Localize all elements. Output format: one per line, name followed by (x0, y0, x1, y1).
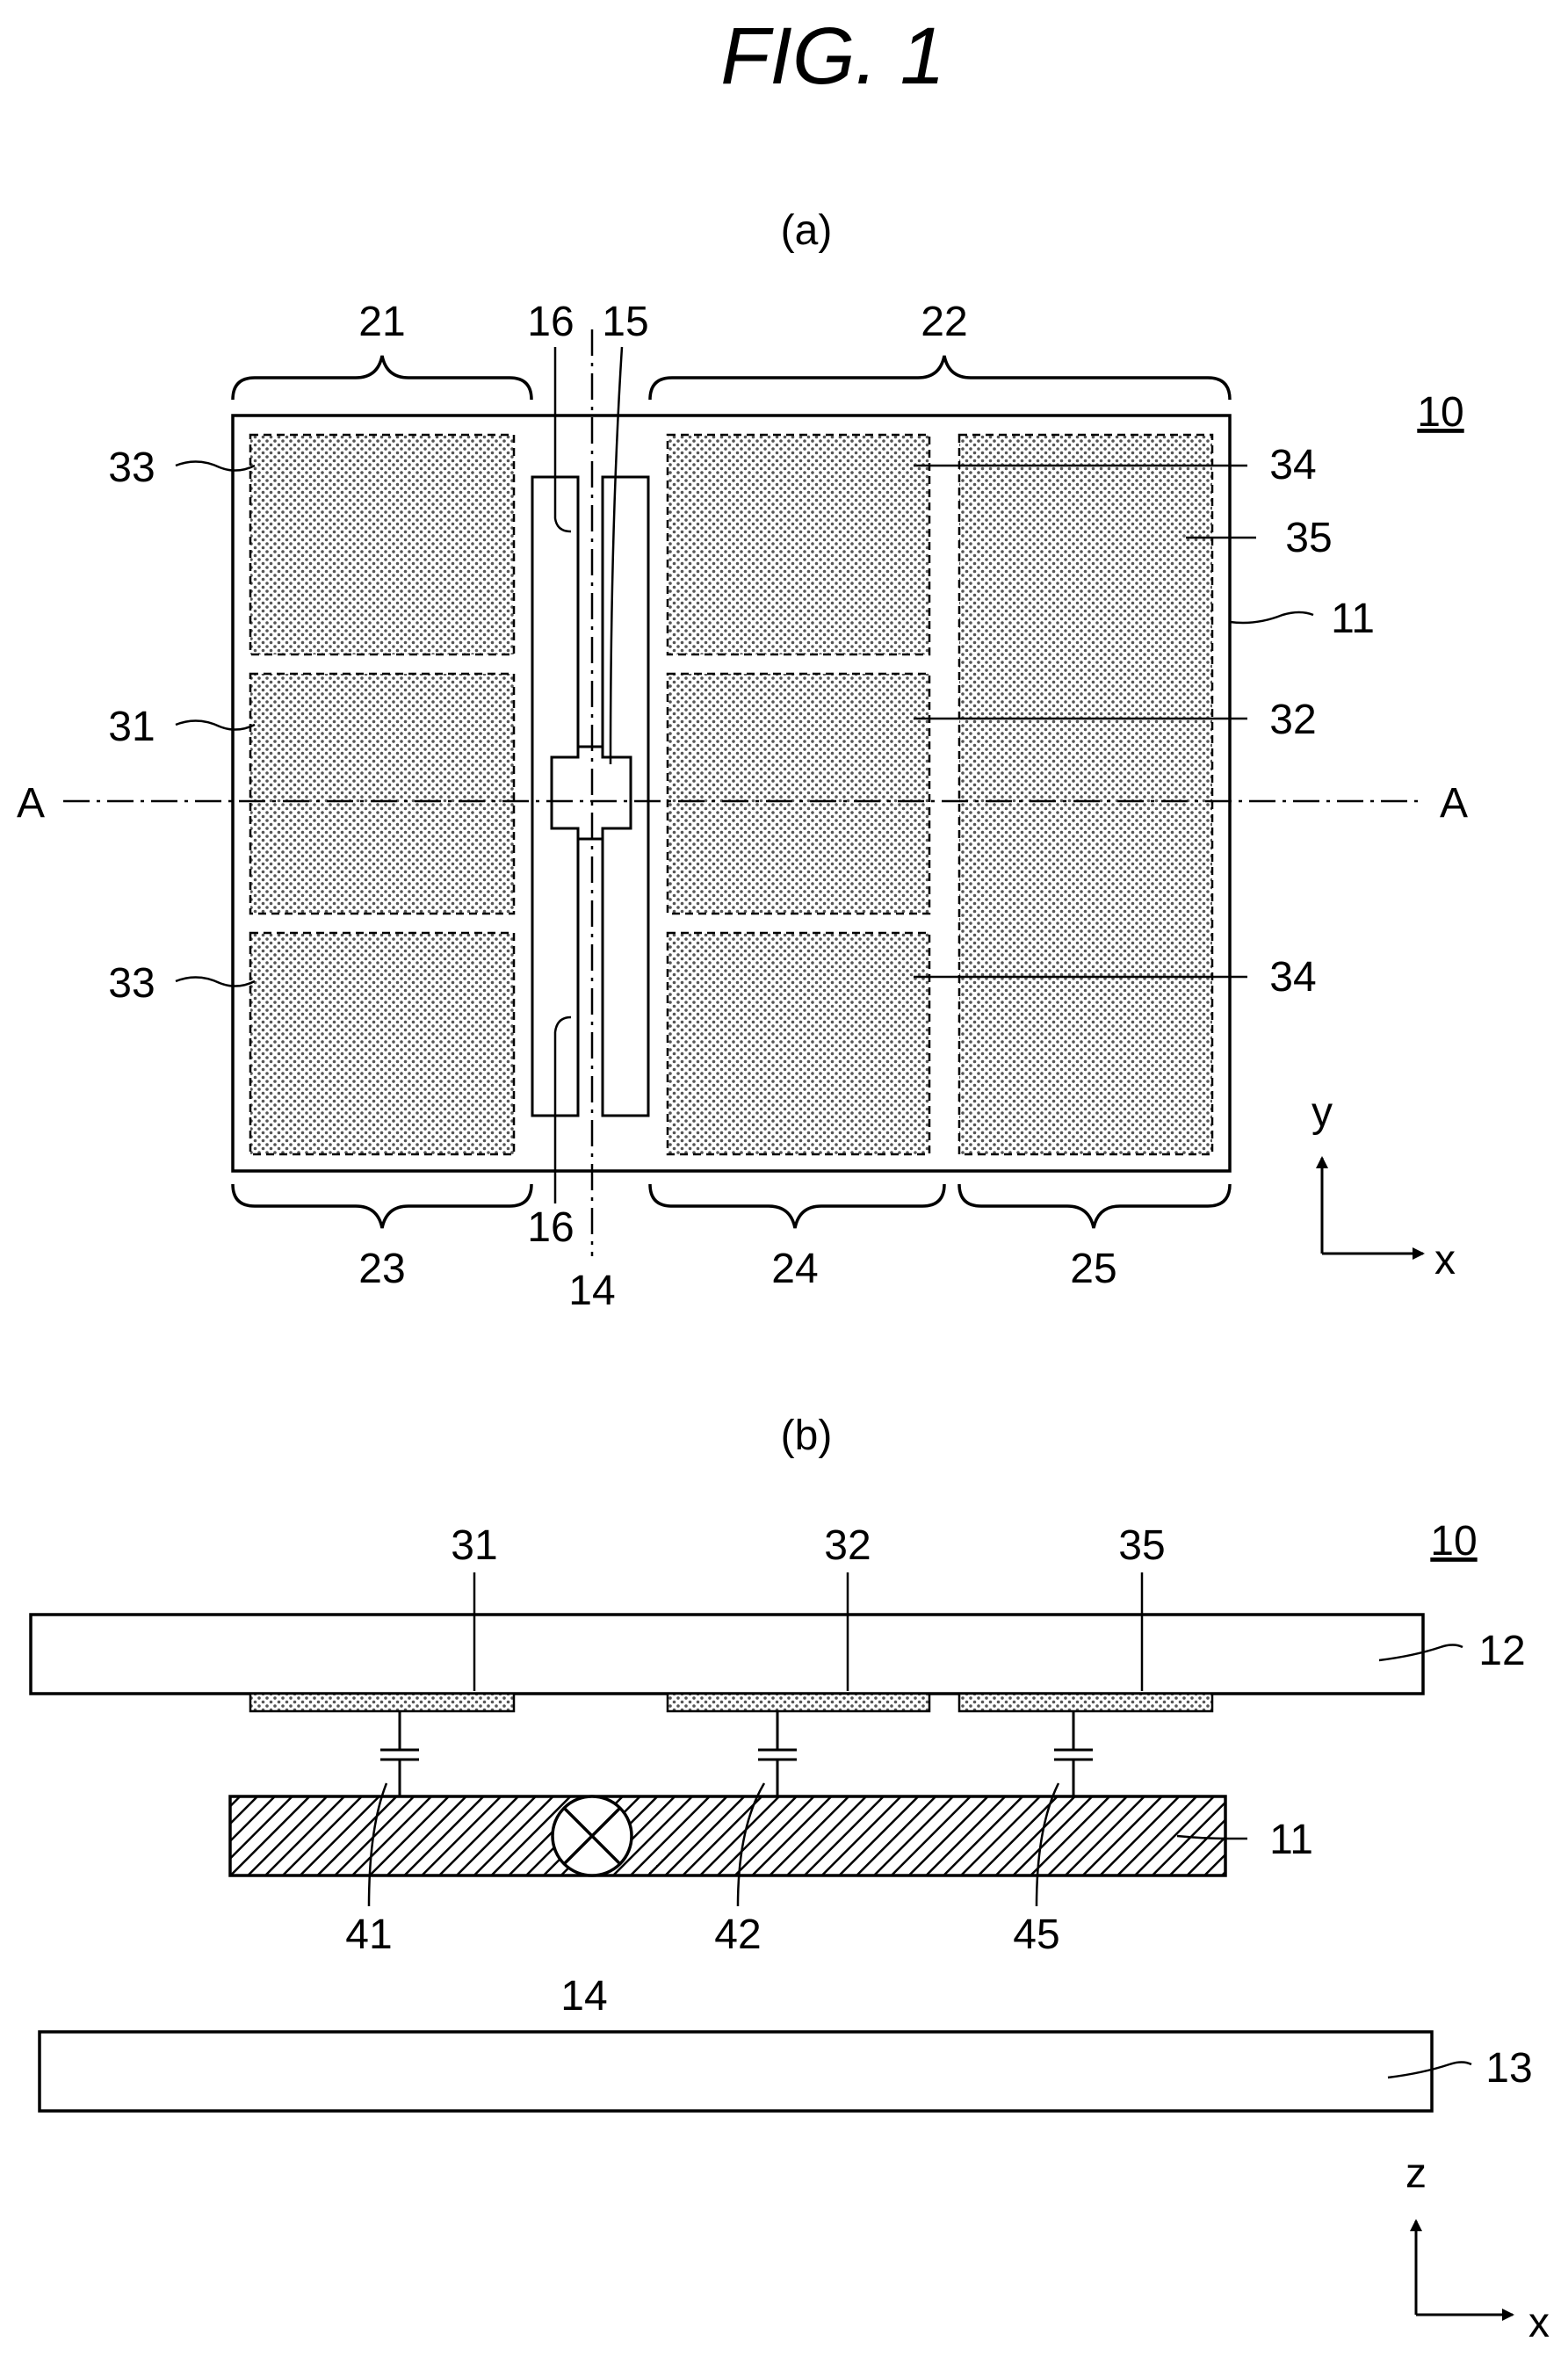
label-16-bottom: 16 (527, 1204, 574, 1251)
electrode-32 (668, 674, 929, 914)
panel-a-label: (a) (781, 207, 833, 254)
panel-b: (b) 10 31 32 35 (31, 1413, 1550, 2346)
electrode-35 (959, 435, 1212, 1154)
label-16-top: 16 (527, 299, 574, 345)
label-42: 42 (714, 1912, 761, 1958)
brace-21 (233, 356, 531, 400)
label-35: 35 (1285, 515, 1332, 561)
region-label-22: 22 (921, 299, 967, 345)
label-14-a: 14 (568, 1268, 615, 1314)
figure-title: FIG. 1 (720, 11, 945, 101)
label-11: 11 (1331, 596, 1375, 642)
leader-33-bottom (176, 977, 255, 986)
brace-24 (650, 1184, 944, 1228)
region-label-25: 25 (1070, 1246, 1116, 1292)
x-axis-label: x (1434, 1237, 1456, 1283)
label-32: 32 (1269, 697, 1316, 743)
label-12: 12 (1478, 1628, 1525, 1674)
region-label-21: 21 (358, 299, 405, 345)
electrode-33-bottom (250, 933, 514, 1154)
section-marker-left: A (17, 780, 45, 827)
electrode-34-top (668, 435, 929, 654)
electrode-33-top (250, 435, 514, 654)
label-35-b: 35 (1118, 1522, 1165, 1569)
leader-11 (1230, 612, 1313, 623)
leader-13 (1388, 2063, 1471, 2078)
label-33-top: 33 (108, 444, 155, 491)
panel-b-label: (b) (781, 1413, 833, 1459)
label-14-b: 14 (560, 1973, 607, 2020)
electrode-32-b (668, 1694, 929, 1711)
layer-12 (31, 1615, 1423, 1694)
electrode-31-b (250, 1694, 514, 1711)
current-into-page-icon (553, 1796, 632, 1875)
label-41: 41 (345, 1912, 392, 1958)
x-axis-label-b: x (1528, 2300, 1550, 2346)
layer-13 (40, 2032, 1432, 2111)
label-31: 31 (108, 704, 155, 750)
capacitor-45 (1054, 1711, 1093, 1796)
section-marker-right: A (1440, 780, 1468, 827)
leader-12 (1379, 1645, 1463, 1661)
y-axis-label: y (1311, 1089, 1333, 1136)
panel-b-device-ref: 10 (1430, 1518, 1477, 1565)
electrode-35-b (959, 1694, 1212, 1711)
region-label-23: 23 (358, 1246, 405, 1292)
z-axis-label: z (1405, 2150, 1427, 2197)
brace-22 (650, 356, 1230, 400)
label-31-b: 31 (451, 1522, 497, 1569)
region-label-24: 24 (771, 1246, 818, 1292)
electrode-31 (250, 674, 514, 914)
label-34-top: 34 (1269, 442, 1316, 488)
panel-a: (a) 10 21 22 A A 33 31 33 (17, 207, 1468, 1314)
label-34-bottom: 34 (1269, 954, 1316, 1001)
label-11-b: 11 (1269, 1817, 1313, 1863)
leader-33-top (176, 461, 255, 470)
brace-23 (233, 1184, 531, 1228)
label-15: 15 (602, 299, 648, 345)
leader-31 (176, 720, 255, 729)
brace-25 (959, 1184, 1230, 1228)
label-13: 13 (1485, 2045, 1532, 2092)
panel-a-device-ref: 10 (1417, 389, 1463, 436)
label-45: 45 (1013, 1912, 1059, 1958)
label-32-b: 32 (824, 1522, 871, 1569)
electrode-34-bottom (668, 933, 929, 1154)
label-33-bottom: 33 (108, 960, 155, 1007)
